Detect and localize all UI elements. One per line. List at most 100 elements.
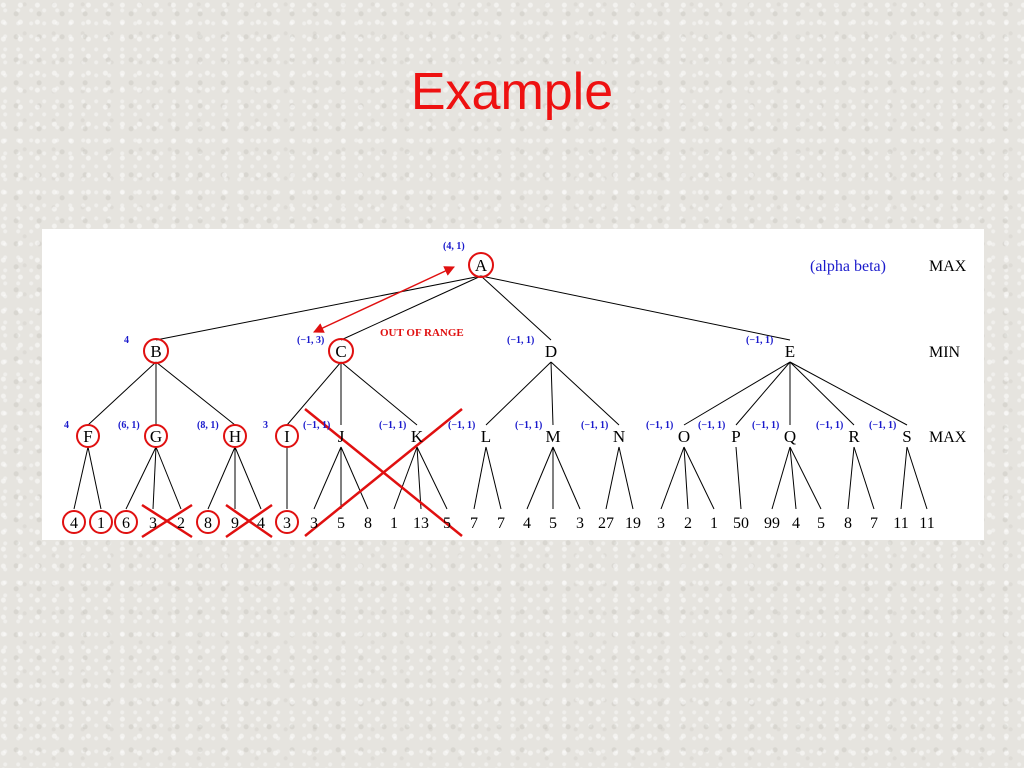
- node-F-circle: [76, 424, 100, 448]
- range-arrow: [313, 266, 455, 333]
- node-K: K(−1, 1): [379, 420, 424, 446]
- leaf-26: 99: [764, 515, 780, 532]
- node-L-alpha-beta: (−1, 1): [448, 420, 475, 431]
- prune-cross-G: [141, 503, 193, 539]
- node-N-alpha-beta: (−1, 1): [581, 420, 608, 431]
- leaf-31-value: 11: [893, 515, 908, 532]
- node-C: C(−1, 3): [297, 335, 354, 364]
- edge-M-leaf-17: [526, 446, 554, 510]
- edge-D-N: [550, 361, 620, 426]
- leaf-0-circle: [62, 510, 86, 534]
- leaf-21-value: 19: [625, 515, 641, 532]
- edge-M-leaf-19: [552, 446, 581, 510]
- leaf-8: 3: [275, 510, 299, 534]
- leaf-18: 5: [549, 515, 557, 532]
- edge-A-E: [480, 275, 791, 341]
- leaf-3: 3: [149, 515, 157, 532]
- leaf-1-value: 1: [97, 515, 105, 532]
- node-K-label: K: [411, 427, 424, 446]
- edge-K-leaf-12: [393, 446, 418, 510]
- leaf-12-value: 1: [390, 515, 398, 532]
- node-E-alpha-beta: (−1, 1): [746, 335, 773, 346]
- level-label-max-bottom: MAX: [929, 429, 967, 446]
- tree-edges: [73, 275, 928, 510]
- level-label-min: MIN: [929, 344, 961, 361]
- node-M-label: M: [545, 427, 560, 446]
- leaf-22: 3: [657, 515, 665, 532]
- node-D-alpha-beta: (−1, 1): [507, 335, 534, 346]
- leaf-3-value: 3: [149, 515, 157, 532]
- node-N: N (−1, 1): [581, 420, 625, 446]
- edge-O-leaf-24: [683, 446, 715, 510]
- edge-N-leaf-21: [618, 446, 634, 510]
- leaf-32: 11: [919, 515, 934, 532]
- edge-E-R: [789, 361, 855, 426]
- edge-C-K: [340, 361, 418, 426]
- leaf-18-value: 5: [549, 515, 557, 532]
- edge-O-leaf-22: [660, 446, 685, 510]
- leaf-2: 6: [114, 510, 138, 534]
- leaf-22-value: 3: [657, 515, 665, 532]
- leaf-19: 3: [576, 515, 584, 532]
- leaf-8-value: 3: [283, 515, 291, 532]
- node-Q-alpha-beta: (−1, 1): [752, 420, 779, 431]
- edge-J-leaf-11: [340, 446, 369, 510]
- leaf-17: 4: [523, 515, 531, 532]
- leaf-27: 4: [792, 515, 800, 532]
- leaf-23-value: 2: [684, 515, 692, 532]
- leaf-24: 1: [710, 515, 718, 532]
- edge-K-leaf-13: [416, 446, 422, 510]
- node-M-alpha-beta: (−1, 1): [515, 420, 542, 431]
- node-F-label: F: [83, 427, 92, 446]
- edge-P-leaf-25: [735, 446, 742, 510]
- node-H: H(8, 1): [197, 420, 247, 448]
- prune-cross-JK: [304, 408, 463, 537]
- node-S: S(−1, 1): [869, 420, 912, 446]
- edge-E-O: [683, 361, 791, 426]
- node-B-alpha-beta: 4: [124, 335, 129, 346]
- edge-F-leaf-1: [87, 446, 102, 510]
- node-S-alpha-beta: (−1, 1): [869, 420, 896, 431]
- node-C-circle: [328, 338, 354, 364]
- edge-H-leaf-5: [207, 446, 236, 510]
- leaf-1: 1: [89, 510, 113, 534]
- leaf-20: 27: [598, 515, 614, 532]
- edge-G-leaf-3: [152, 446, 157, 510]
- out-of-range-label: OUT OF RANGE: [380, 327, 464, 339]
- annotations: (alpha beta) OUT OF RANGE MAX MIN MAX: [380, 258, 967, 446]
- leaf-4-value: 2: [177, 515, 185, 532]
- node-B: B4: [124, 335, 169, 364]
- node-D: D(−1, 1): [507, 335, 557, 361]
- node-E: E(−1, 1): [746, 335, 795, 361]
- node-B-circle: [143, 338, 169, 364]
- edge-G-leaf-2: [125, 446, 157, 510]
- leaf-13-value: 13: [413, 515, 429, 532]
- node-M: M(−1, 1): [515, 420, 561, 446]
- node-L: L(−1, 1): [448, 420, 491, 446]
- leaf-9-value: 3: [310, 515, 318, 532]
- edge-C-I: [286, 361, 342, 426]
- leaf-23: 2: [684, 515, 692, 532]
- leaf-16-value: 7: [497, 515, 505, 532]
- leaf-28-value: 5: [817, 515, 825, 532]
- node-A-label: A: [475, 256, 488, 275]
- leaf-31: 11: [893, 515, 908, 532]
- leaf-12: 1: [390, 515, 398, 532]
- node-I-label: I: [284, 427, 290, 446]
- leaf-15: 7: [470, 515, 478, 532]
- leaf-26-value: 99: [764, 515, 780, 532]
- node-R-label: R: [848, 427, 860, 446]
- leaf-24-value: 1: [710, 515, 718, 532]
- leaf-30-value: 7: [870, 515, 878, 532]
- edge-D-M: [550, 361, 554, 426]
- edge-R-leaf-29: [847, 446, 855, 510]
- leaf-27-value: 4: [792, 515, 800, 532]
- node-P-label: P: [731, 427, 740, 446]
- edge-Q-leaf-27: [789, 446, 797, 510]
- node-N-label: N: [613, 427, 625, 446]
- node-H-circle: [223, 424, 247, 448]
- leaf-14: 5: [443, 515, 451, 532]
- leaf-1-circle: [89, 510, 113, 534]
- leaf-9: 3: [310, 515, 318, 532]
- node-C-label: C: [335, 342, 346, 361]
